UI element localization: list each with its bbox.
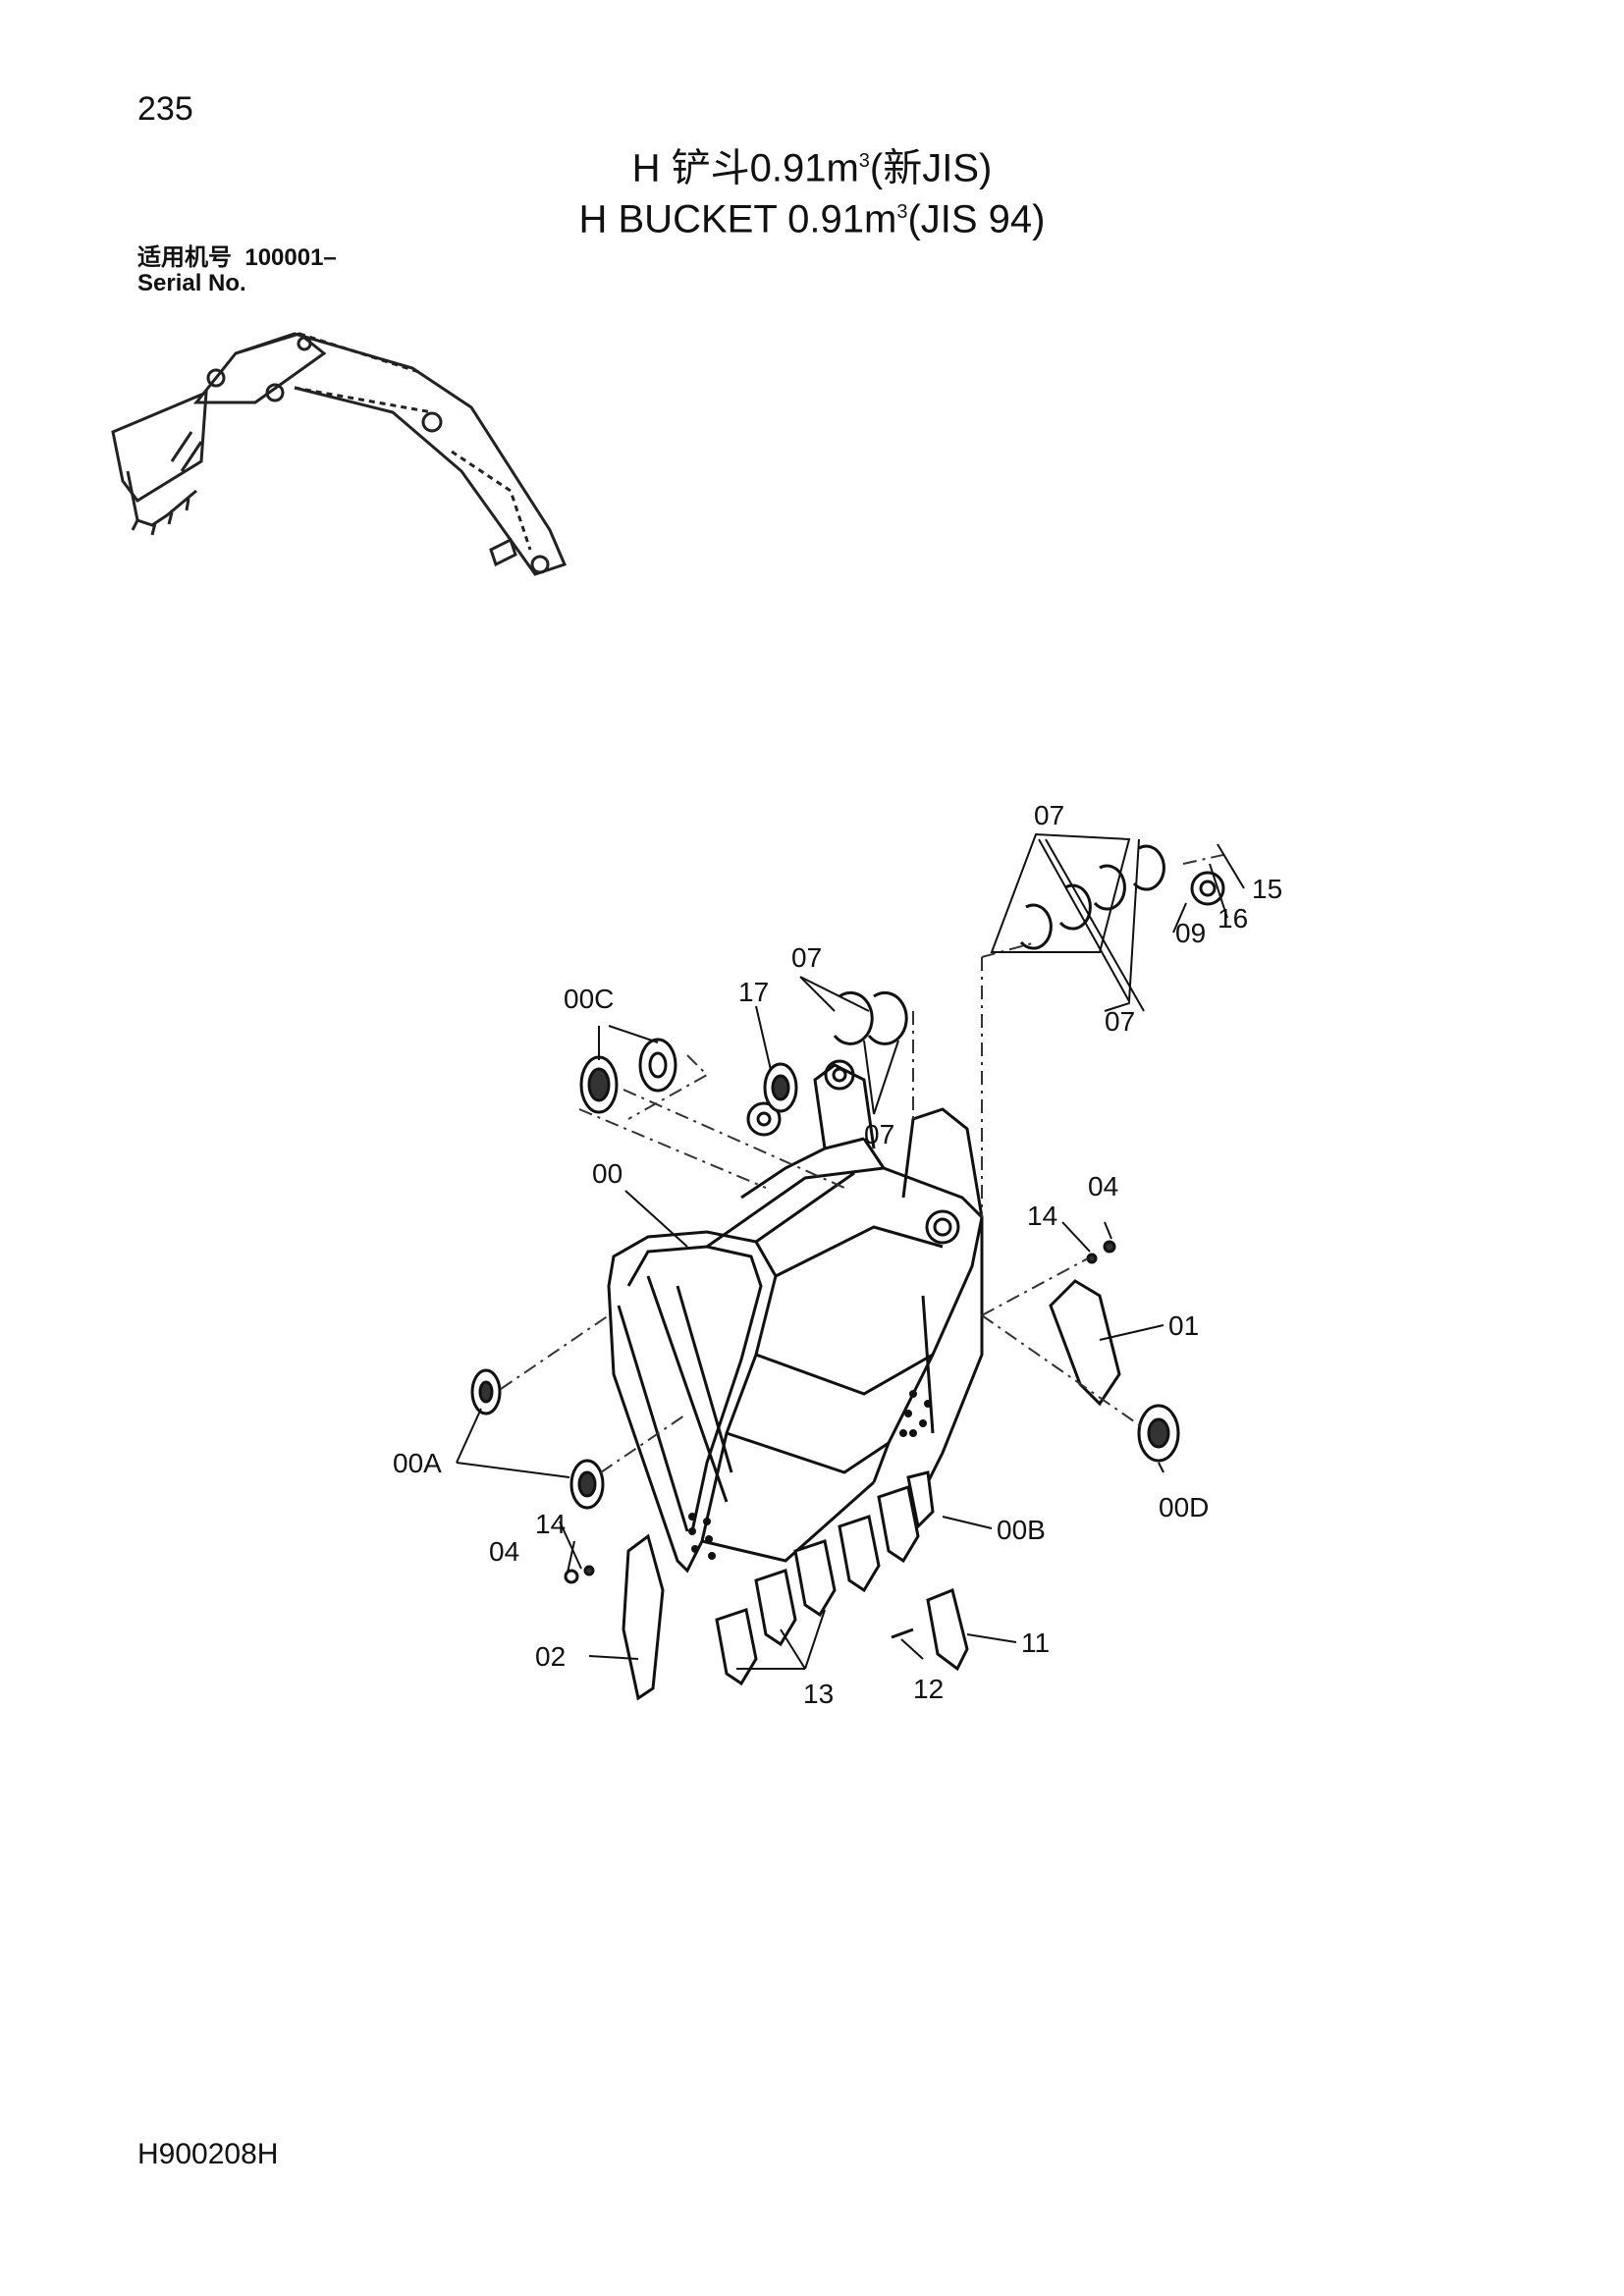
assembly-lines: [500, 853, 1228, 1473]
title-en-suffix: (JIS 94): [907, 197, 1046, 241]
callout-00B: 00B: [997, 1515, 1046, 1545]
callout-07-top: 07: [1034, 800, 1064, 830]
callout-16: 16: [1218, 903, 1248, 934]
callout-00C: 00C: [564, 984, 614, 1014]
callout-04-right: 04: [1088, 1171, 1118, 1201]
title-en-superscript: 3: [896, 201, 908, 223]
title-cn-superscript: 3: [858, 150, 870, 172]
title-en-prefix: H BUCKET 0.91m: [578, 197, 897, 241]
callout-14-left: 14: [535, 1509, 566, 1539]
serial-cn-label: 适用机号: [137, 244, 232, 271]
side-plate-holes-right: [899, 1390, 932, 1437]
callout-17: 17: [738, 977, 769, 1007]
callout-01: 01: [1168, 1310, 1199, 1341]
callout-15: 15: [1252, 874, 1282, 904]
shims: [833, 844, 1165, 1045]
side-plate-holes-left: [688, 1513, 716, 1560]
callout-07-right: 07: [1105, 1006, 1135, 1037]
callout-00: 00: [592, 1158, 623, 1189]
callout-14-right: 14: [1027, 1201, 1057, 1231]
title-cn-prefix: H 铲斗0.91m: [631, 146, 859, 190]
pins-and-seals: [470, 871, 1225, 1584]
serial-en-label: Serial No.: [137, 270, 246, 296]
bucket-body: [607, 1059, 984, 1574]
callout-07-mid-bottom: 07: [864, 1119, 894, 1149]
serial-range: 100001–: [244, 244, 337, 271]
serial-info: 适用机号 100001– Serial No.: [137, 245, 337, 296]
callout-12: 12: [913, 1674, 944, 1704]
serial-cn-line: 适用机号 100001–: [137, 245, 337, 271]
leader-lines: [456, 832, 1245, 1670]
callout-13: 13: [803, 1679, 834, 1709]
callout-00D: 00D: [1159, 1492, 1209, 1522]
callout-11: 11: [1021, 1628, 1050, 1658]
callout-labels: 07 07 09 16 15 00C 17 07 07 00 04 14 01 …: [393, 800, 1282, 1709]
callout-04-left: 04: [489, 1536, 519, 1567]
callout-02: 02: [535, 1641, 566, 1672]
attachment-thumbnail: [111, 332, 568, 576]
document-code: H900208H: [137, 2138, 279, 2170]
title-cn-suffix: (新JIS): [869, 146, 993, 190]
bucket-teeth: [715, 1470, 935, 1686]
callout-07-mid-top: 07: [791, 942, 822, 973]
callout-09: 09: [1175, 918, 1206, 948]
side-cutters: [622, 1279, 1121, 1701]
title-chinese: H 铲斗0.91m3(新JIS): [0, 137, 1624, 191]
title-english: H BUCKET 0.91m3(JIS 94): [0, 188, 1624, 242]
page-number: 235: [137, 90, 193, 128]
callout-00A: 00A: [393, 1448, 442, 1478]
